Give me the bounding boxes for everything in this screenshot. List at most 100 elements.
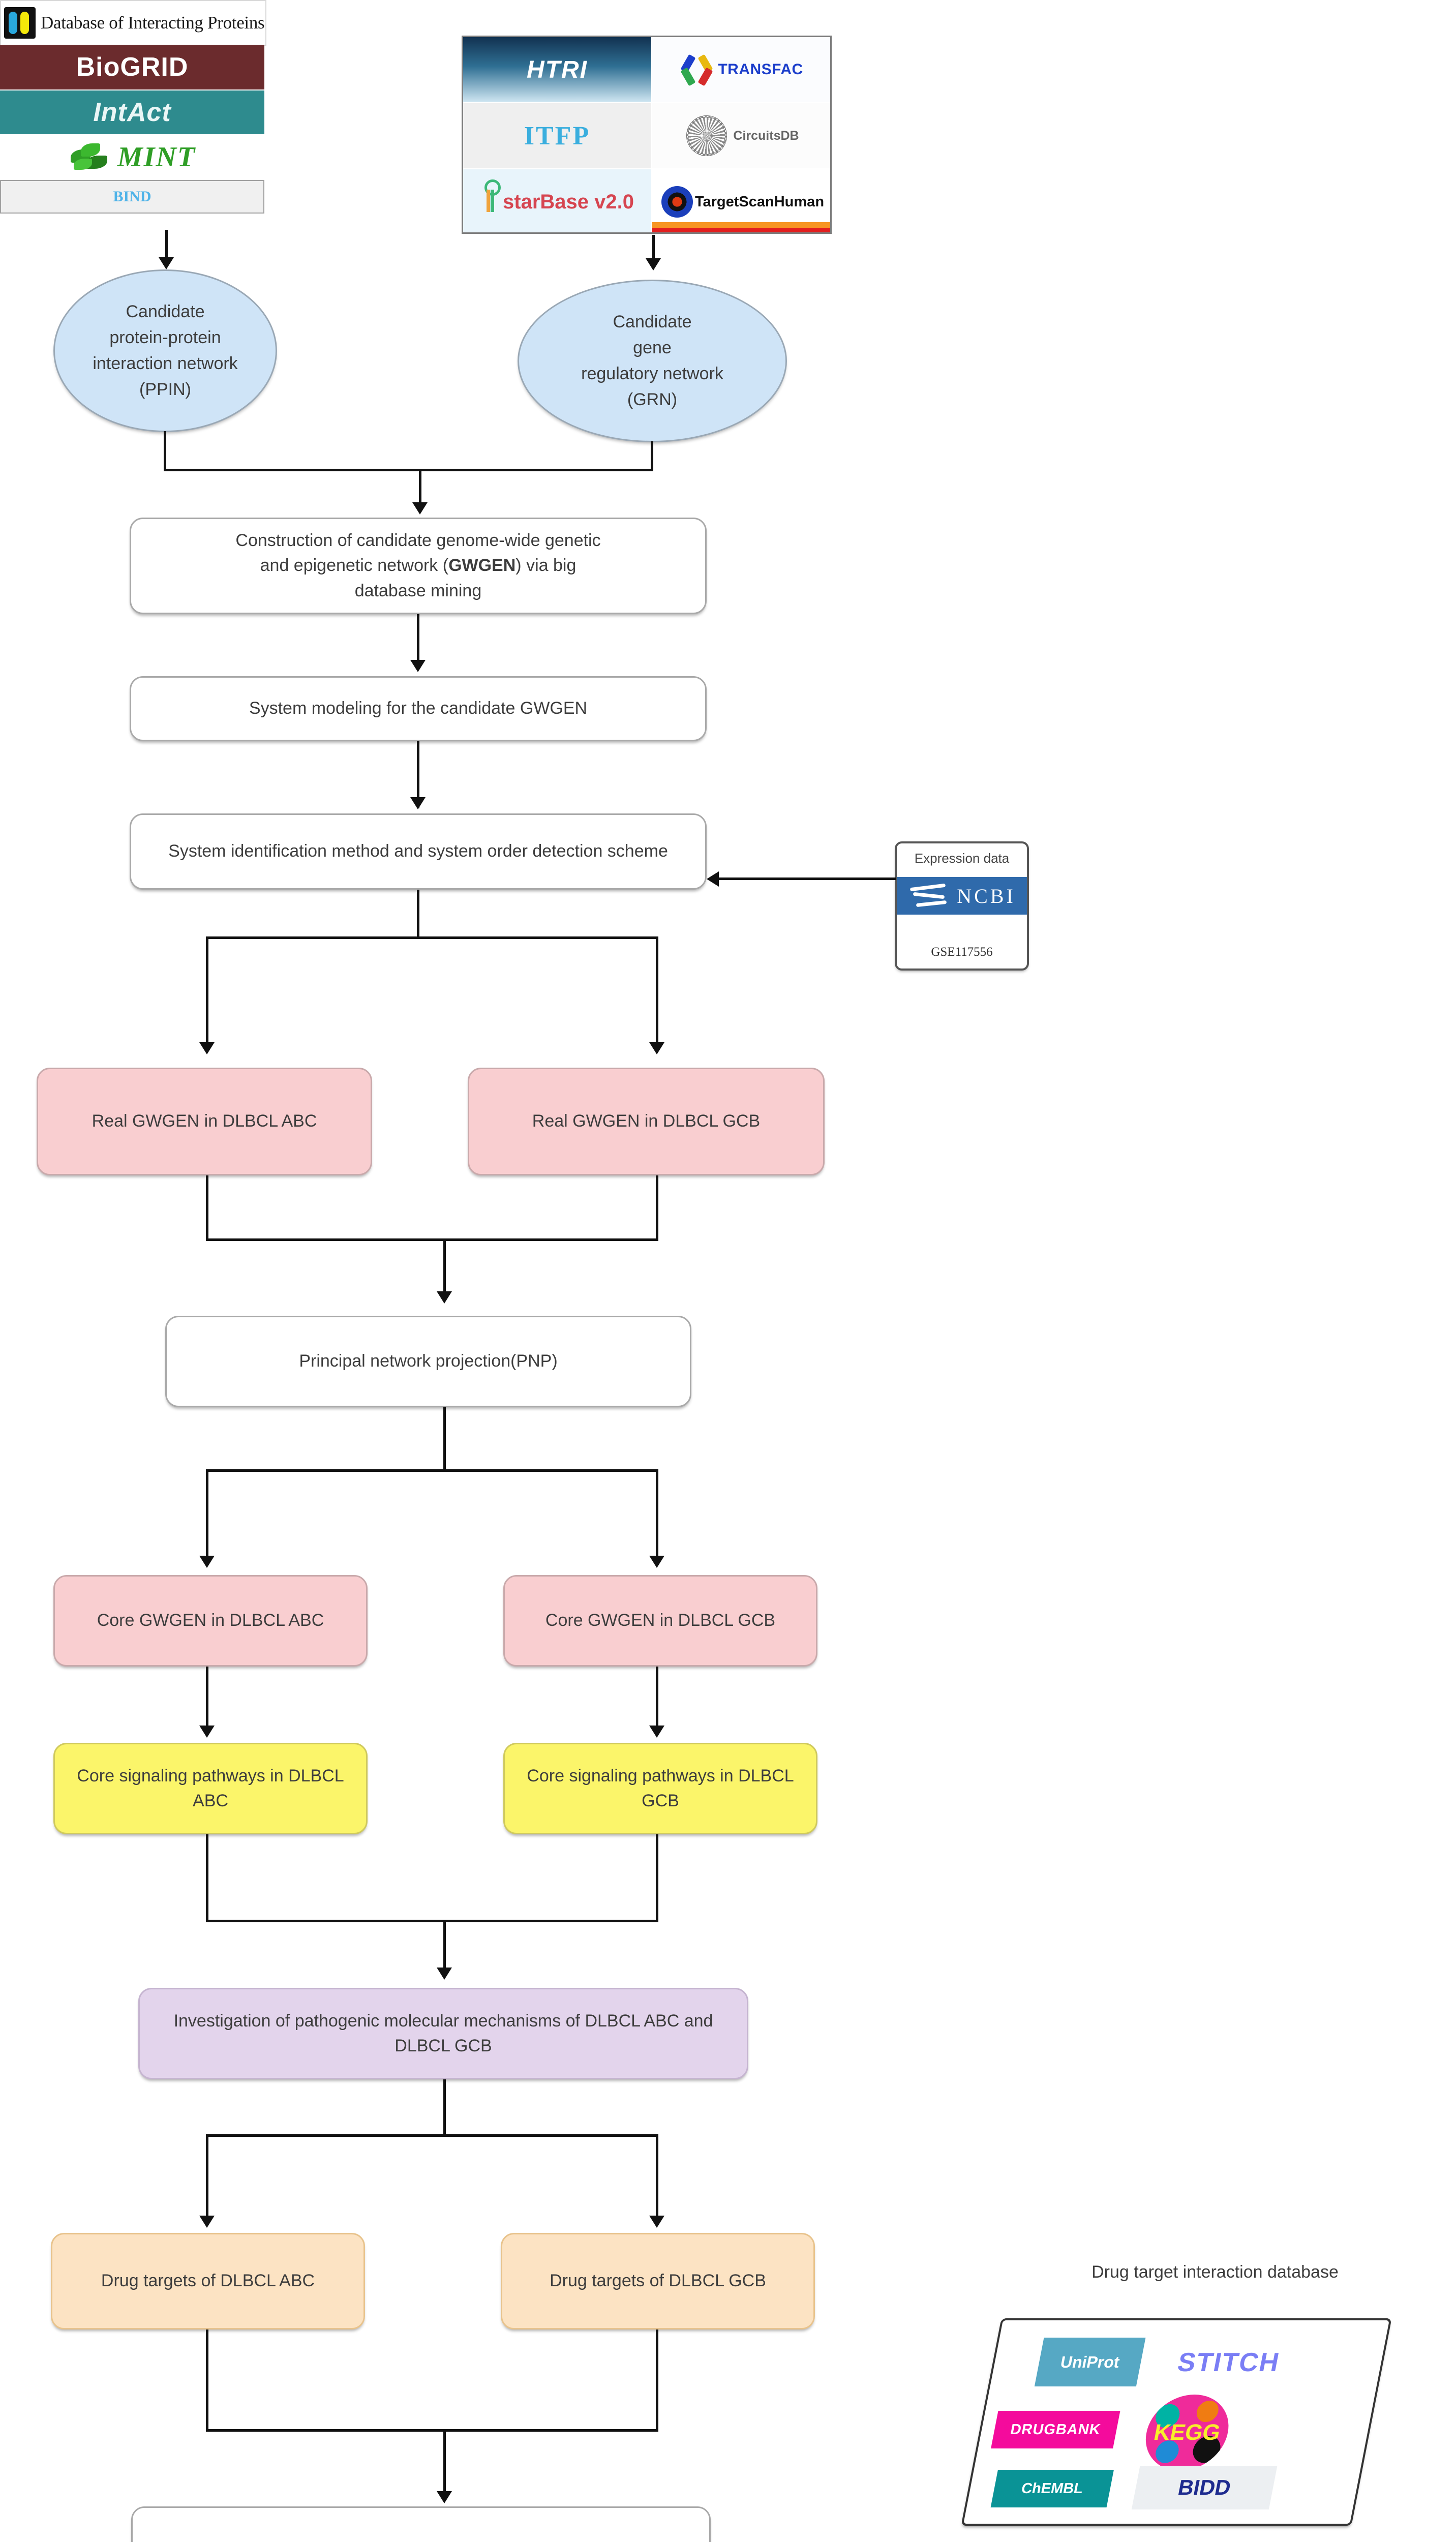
expression-data-box: Expression data NCBI GSE117556 [895,841,1029,971]
circuitsdb-label: CircuitsDB [733,128,799,143]
arrowhead-to-core-gwgen-abc [199,1556,215,1568]
grn-database-panel: HTRI TRANSFAC ITFP CircuitsDB starBase v… [462,36,832,234]
connector-real-abc-down [206,1175,208,1240]
connector-merge-to-pnp [206,1238,658,1241]
targetscan-label: TargetScanHuman [694,193,825,210]
real-gwgen-abc-label: Real GWGEN in DLBCL ABC [92,1111,317,1131]
mint-leaf-icon [69,141,112,173]
drug-target-db-logos: UniProt STITCH DRUGBANK KEGG ChEMBL BIDD [961,2318,1387,2522]
drug-targets-gcb-label: Drug targets of DLBCL GCB [550,2271,766,2291]
expression-data-caption: Expression data [914,851,1010,866]
mint-logo: MINT [0,135,264,179]
connector-ncbi-to-identification [717,877,896,880]
core-gwgen-gcb-label: Core GWGEN in DLBCL GCB [545,1611,776,1630]
arrowhead-to-drug-targets-abc [199,2216,215,2228]
transfac-x-icon [680,54,716,86]
arrowhead-to-modeling [410,660,426,672]
connector-split-left-drug [206,2134,208,2222]
ncbi-label: NCBI [957,884,1016,907]
connector-merge-horizontal-top [164,469,653,471]
node-drug-targets-abc: Drug targets of DLBCL ABC [51,2233,365,2329]
arrowhead-to-real-gwgen-gcb [649,1042,664,1054]
node-real-gwgen-gcb: Real GWGEN in DLBCL GCB [468,1068,825,1175]
connector-construction-to-modeling [417,614,419,670]
dip-logo: Database of Interacting Proteins [0,0,266,46]
node-system-modeling: System modeling for the candidate GWGEN [130,676,707,741]
arrowhead-ncbi-to-identification [707,871,719,887]
connector-merge-to-design [206,2429,658,2432]
investigation-label: Investigation of pathogenic molecular me… [173,2011,713,2055]
system-modeling-label: System modeling for the candidate GWGEN [249,699,588,718]
connector-pnp-split-down [443,1407,446,1471]
arrowhead-to-pathways-gcb [649,1726,664,1738]
connector-drug-abc-down [206,2329,208,2431]
dip-mark-icon [4,7,36,39]
node-core-gwgen-gcb: Core GWGEN in DLBCL GCB [503,1575,817,1667]
ppi-database-panel: Database of Interacting Proteins BioGRID… [0,0,266,214]
arrowhead-to-identification [410,797,426,809]
arrowhead-to-drug-targets-gcb [649,2216,664,2228]
connector-merge-down [419,469,421,510]
system-identification-label: System identification method and system … [168,841,668,861]
ellipse-candidate-ppin: Candidate protein-protein interaction ne… [53,269,277,432]
circuitsdb-logo: CircuitsDB [652,103,830,168]
connector-split-left-real [206,936,208,1048]
ncbi-logo: NCBI [897,877,1027,915]
drug-targets-abc-label: Drug targets of DLBCL ABC [101,2271,315,2291]
connector-pathways-abc-down [206,1834,208,1922]
connector-investigation-down [443,1920,446,1976]
core-gwgen-abc-label: Core GWGEN in DLBCL ABC [97,1611,324,1630]
node-core-pathways-abc: Core signaling pathways in DLBCL ABC [53,1743,368,1834]
connector-split-right-real [656,936,658,1048]
dip-label: Database of Interacting Proteins [41,13,265,33]
node-investigation: Investigation of pathogenic molecular me… [138,1988,748,2079]
targetscanhuman-logo: TargetScanHuman [652,169,830,232]
ellipse-candidate-grn: Candidate gene regulatory network (GRN) [518,280,787,442]
connector-split-left-core [206,1469,208,1562]
ncbi-swoosh-icon [908,883,952,909]
kegg-logo: KEGG [1139,2395,1235,2471]
arrowhead-to-construction [412,502,428,515]
ellipse-grn-label: Candidate gene regulatory network (GRN) [581,312,723,409]
connector-pathways-gcb-down [656,1834,658,1922]
node-drug-targets-gcb: Drug targets of DLBCL GCB [501,2233,815,2329]
arrowhead-to-pnp [437,1291,452,1304]
starbase-hairpin-icon [480,178,501,225]
node-core-gwgen-abc: Core GWGEN in DLBCL ABC [53,1575,368,1667]
connector-split-real-gwgen [206,936,658,939]
connector-ppi-to-ppin [165,230,168,265]
arrowhead-grn-to-grnnode [646,258,661,270]
arrowhead-to-investigation [437,1968,452,1980]
pnp-label: Principal network projection(PNP) [299,1351,558,1371]
connector-modeling-to-identification [417,741,419,808]
uniprot-logo: UniProt [1034,2338,1146,2386]
connector-ppin-down [164,431,166,471]
arrowhead-ppi-to-ppin [159,257,174,269]
starbase-logo: starBase v2.0 [463,169,651,232]
biogrid-logo: BioGRID [0,45,264,89]
arrowhead-to-pathways-abc [199,1726,215,1738]
connector-merge-to-investigation [206,1920,658,1922]
stitch-logo: STITCH [1175,2348,1283,2377]
connector-identification-down [417,890,419,939]
ellipse-ppin-label: Candidate protein-protein interaction ne… [93,302,238,399]
node-real-gwgen-abc: Real GWGEN in DLBCL ABC [37,1068,372,1175]
connector-split-right-core [656,1469,658,1562]
starbase-label: starBase v2.0 [503,190,634,213]
real-gwgen-gcb-label: Real GWGEN in DLBCL GCB [532,1111,761,1131]
construction-text: Construction of candidate genome-wide ge… [235,531,601,600]
chembl-logo: ChEMBL [990,2470,1114,2507]
node-drug-design-procedure: The proposed systems drug design procedu… [131,2506,711,2542]
connector-grn-down [651,441,653,471]
connector-split-drug-targets [206,2134,658,2137]
circuitsdb-seal-icon [686,115,727,156]
node-core-pathways-gcb: Core signaling pathways in DLBCL GCB [503,1743,817,1834]
arrowhead-to-real-gwgen-abc [199,1042,215,1054]
arrowhead-to-design [437,2491,452,2503]
transfac-label: TRANSFAC [718,61,803,78]
connector-drug-gcb-down [656,2329,658,2431]
connector-design-down [443,2429,446,2500]
connector-pnp-down [443,1238,446,1299]
connector-split-core-gwgen [206,1469,658,1472]
